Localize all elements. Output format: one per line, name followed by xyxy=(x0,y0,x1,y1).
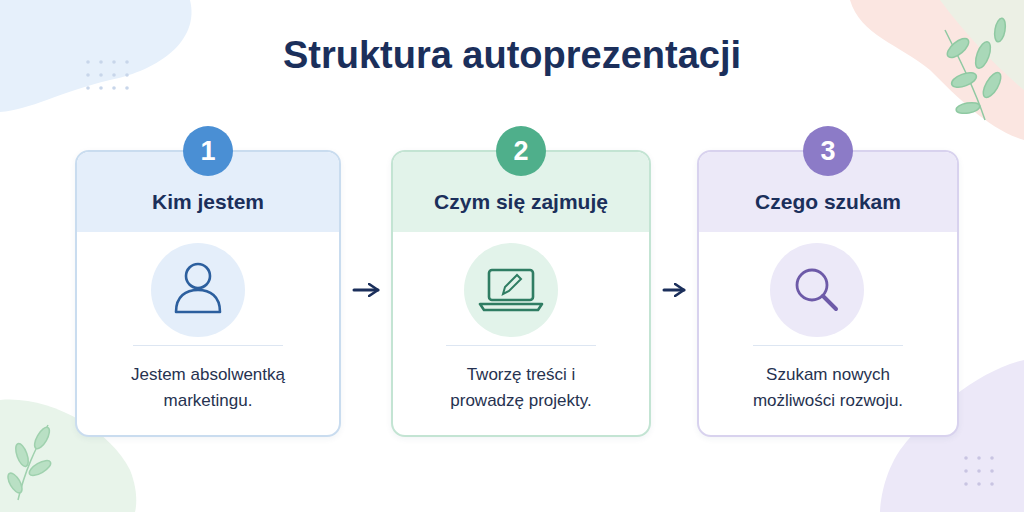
leaf-sprig xyxy=(5,425,53,500)
step-number-badge: 3 xyxy=(803,126,853,176)
dot xyxy=(977,456,981,460)
divider-line xyxy=(446,345,596,346)
leaf-sprig xyxy=(944,17,1007,120)
dot xyxy=(125,60,129,64)
step-number: 2 xyxy=(513,136,528,167)
dot xyxy=(112,86,116,90)
flow-arrow xyxy=(664,289,684,292)
dot xyxy=(125,86,129,90)
step-number: 3 xyxy=(820,136,835,167)
diagram-title: Struktura autoprezentacji xyxy=(0,34,1024,77)
dot xyxy=(964,469,968,473)
dot xyxy=(112,73,116,77)
card-body-text: Szukam nowych możliwości rozwoju. xyxy=(741,362,916,415)
dot xyxy=(977,469,981,473)
dot xyxy=(86,86,90,90)
blob xyxy=(940,0,1024,90)
dot xyxy=(86,60,90,64)
card-heading: Czego szukam xyxy=(699,190,957,214)
divider-line xyxy=(753,345,903,346)
dot-grid xyxy=(86,60,129,90)
person-icon xyxy=(151,243,245,337)
laptop-icon xyxy=(464,243,558,337)
dot xyxy=(99,86,103,90)
flow-arrow xyxy=(354,289,378,292)
dot xyxy=(99,60,103,64)
card-body-text: Tworzę treści i prowadzę projekty. xyxy=(434,362,609,415)
divider-line xyxy=(133,345,283,346)
dot xyxy=(86,73,90,77)
dot-grid xyxy=(964,456,994,486)
dot xyxy=(964,482,968,486)
dot xyxy=(990,456,994,460)
step-number-badge: 2 xyxy=(496,126,546,176)
dot xyxy=(977,482,981,486)
card-body-text: Jestem absolwentką marketingu. xyxy=(121,362,296,415)
dot xyxy=(112,60,116,64)
dot xyxy=(125,73,129,77)
blob xyxy=(850,0,1024,140)
blob xyxy=(0,0,192,112)
card-heading: Kim jestem xyxy=(77,190,339,214)
step-number: 1 xyxy=(200,136,215,167)
step-number-badge: 1 xyxy=(183,126,233,176)
dot xyxy=(99,73,103,77)
dot xyxy=(990,469,994,473)
dot xyxy=(990,482,994,486)
card-heading: Czym się zajmuję xyxy=(393,190,649,214)
magnifier-icon xyxy=(770,243,864,337)
dot xyxy=(964,456,968,460)
